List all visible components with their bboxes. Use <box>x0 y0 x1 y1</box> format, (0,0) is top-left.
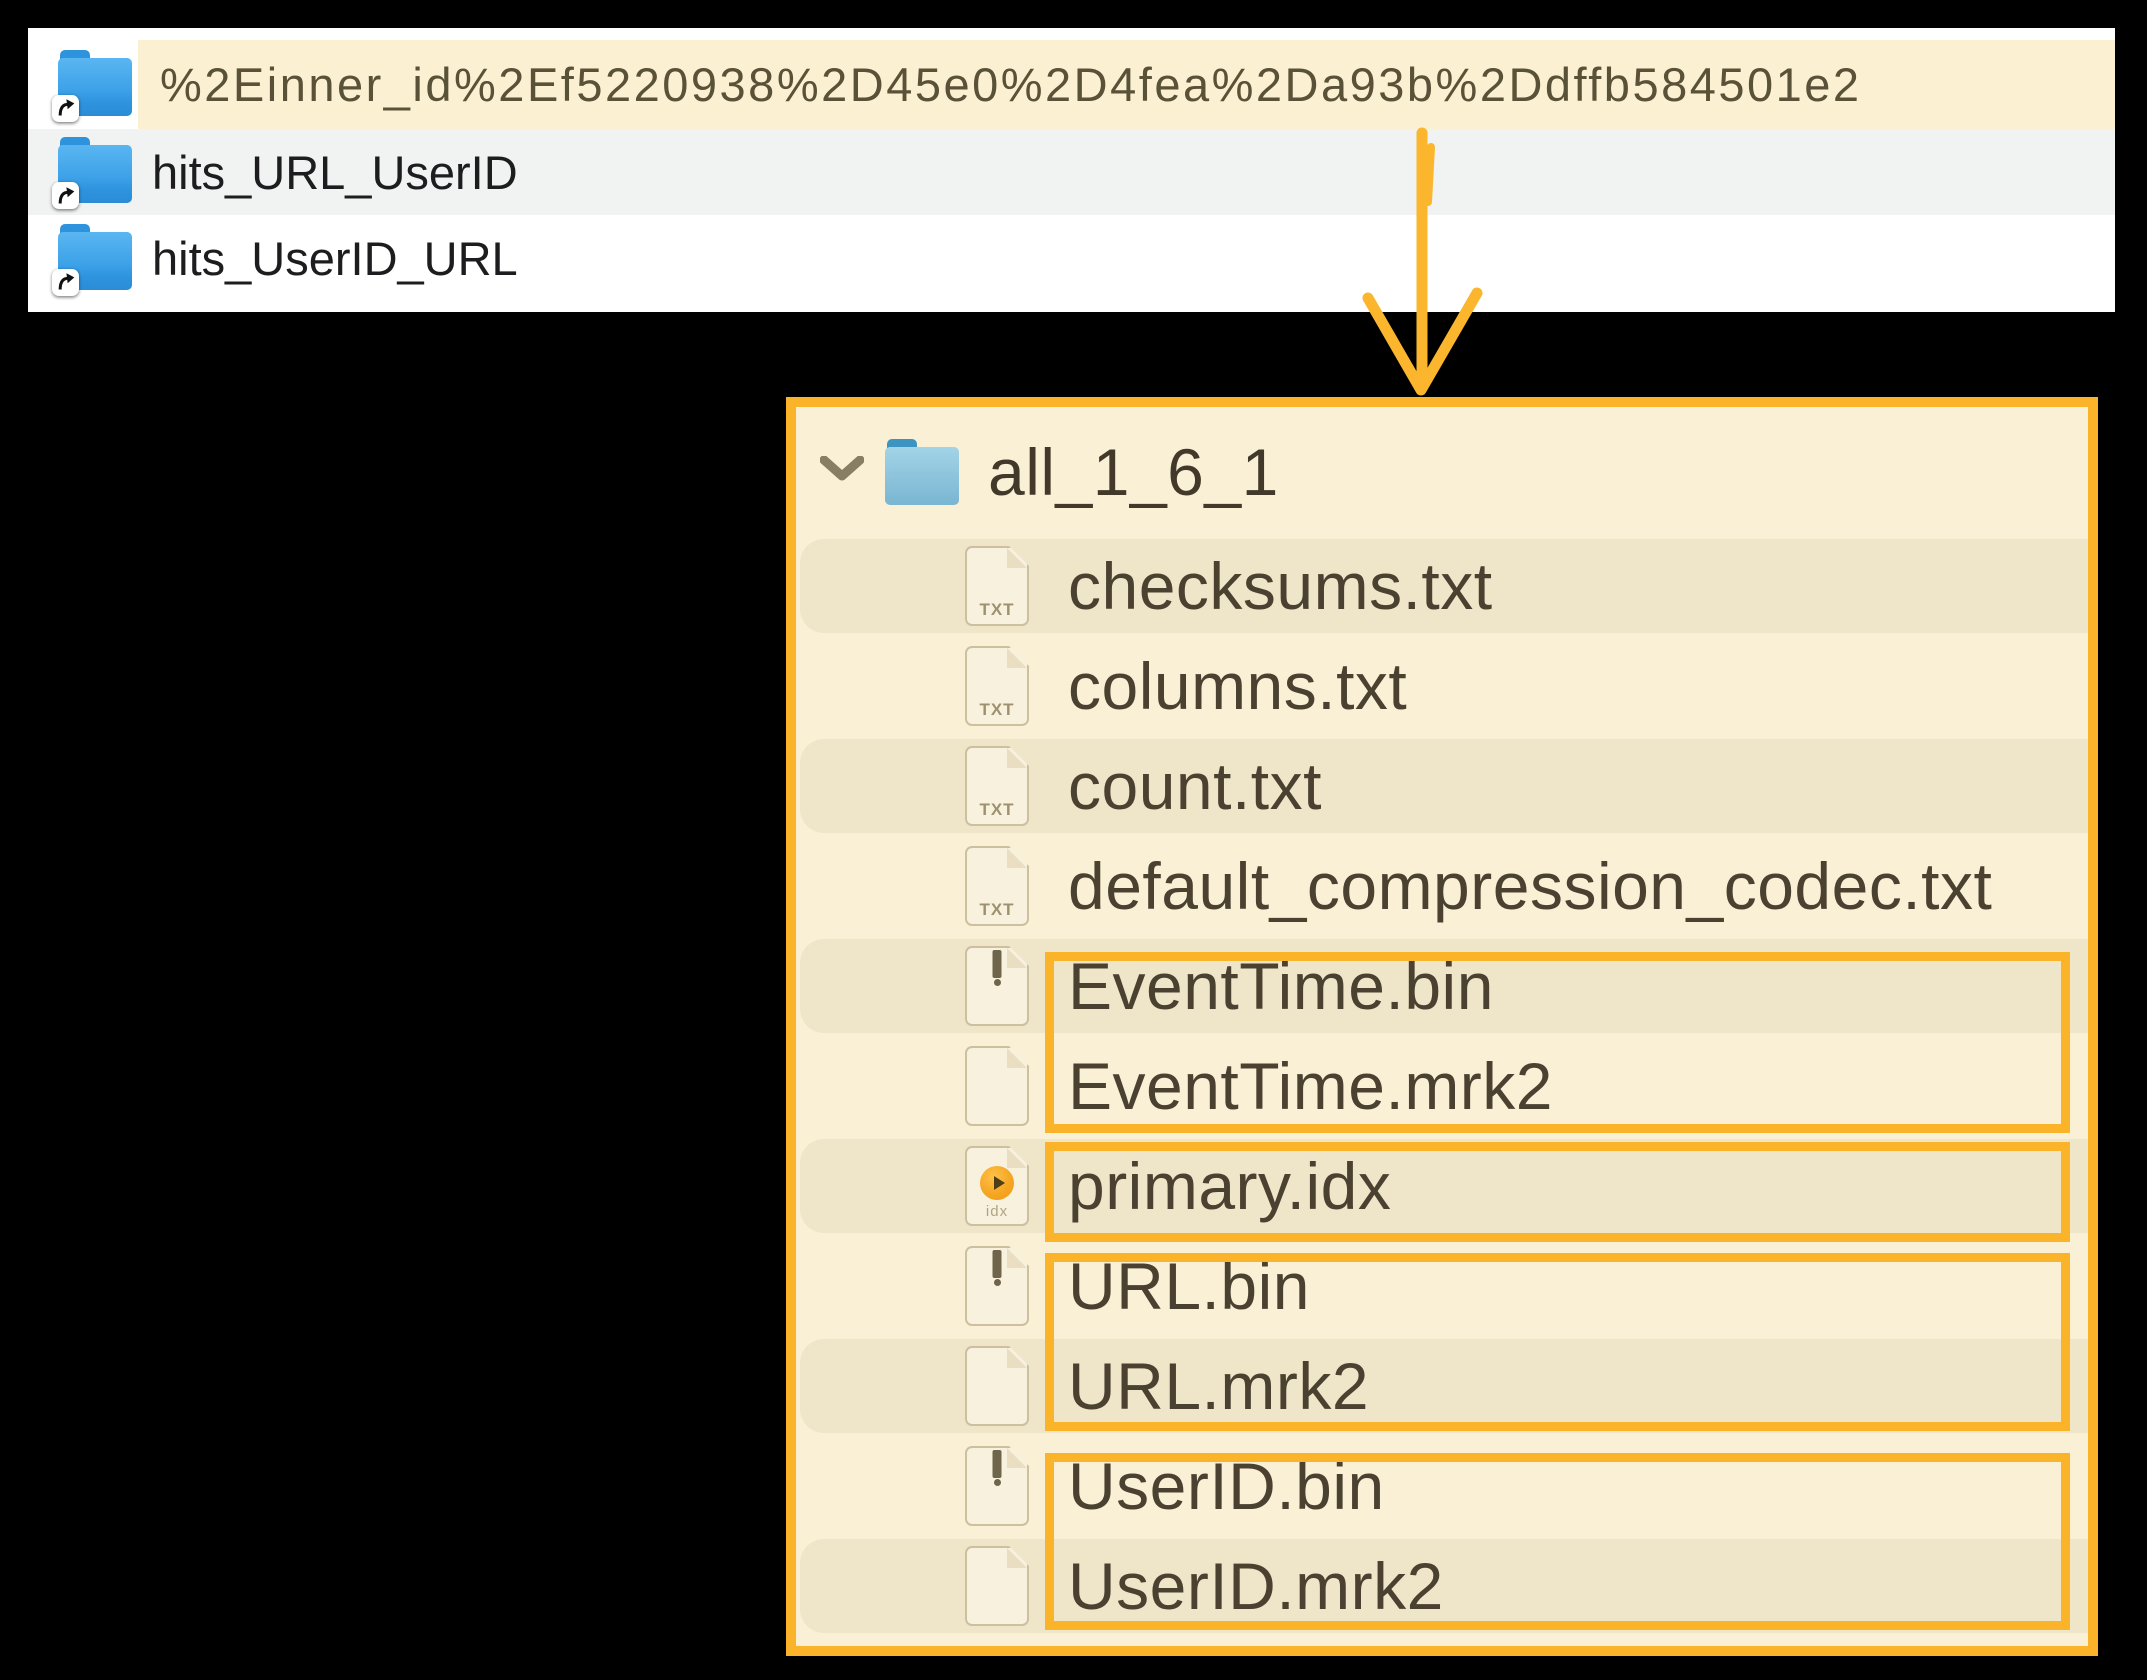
folder-name-label: hits_UserID_URL <box>152 232 518 285</box>
tree-row-file[interactable]: URL.mrk2 <box>796 1336 2088 1436</box>
alias-arrow-badge-icon <box>52 268 79 296</box>
part-folder-name: all_1_6_1 <box>988 434 1279 509</box>
tree-row-folder[interactable]: all_1_6_1 <box>796 407 2088 536</box>
folder-body <box>885 446 959 505</box>
file-name-label: URL.mrk2 <box>1068 1349 1370 1423</box>
idx-file-icon: idx <box>965 1146 1029 1226</box>
chevron-down-icon[interactable] <box>819 455 865 487</box>
tree-row-file[interactable]: TXT default_compression_codec.txt <box>796 836 2088 936</box>
file-name-label: checksums.txt <box>1068 549 1493 623</box>
annotation-box-url <box>1045 1253 2070 1431</box>
alias-arrow-badge-icon <box>52 182 79 210</box>
finder-table-list: %2Einner_id%2Ef5220938%2D45e0%2D4fea%2Da… <box>28 28 2115 312</box>
file-name-label: EventTime.bin <box>1068 949 1494 1023</box>
bin-file-icon <box>965 1446 1029 1526</box>
tree-row-file[interactable]: TXT columns.txt <box>796 636 2088 736</box>
folder-alias-icon <box>52 137 132 210</box>
part-folder-panel: all_1_6_1 TXT checksums.txt TXT columns.… <box>786 397 2098 1656</box>
txt-file-icon: TXT <box>965 646 1029 726</box>
folder-alias-icon <box>52 223 132 296</box>
idx-dot-icon <box>980 1166 1014 1200</box>
annotation-box-primary-idx <box>1045 1142 2070 1242</box>
folder-name-label: hits_URL_UserID <box>152 145 518 199</box>
alias-arrow-badge-icon <box>52 94 79 122</box>
folder-alias-icon <box>52 49 132 122</box>
file-name-label: UserID.mrk2 <box>1068 1549 1444 1623</box>
tree-row-file[interactable]: UserID.mrk2 <box>796 1536 2088 1636</box>
tree-row-file[interactable]: idx primary.idx <box>796 1136 2088 1236</box>
table-row-hits-url-userid[interactable]: hits_URL_UserID <box>28 129 2115 215</box>
bin-file-icon <box>965 1246 1029 1326</box>
blank-file-icon <box>965 1346 1029 1426</box>
file-name-label: count.txt <box>1068 749 1322 823</box>
folder-name-label: %2Einner_id%2Ef5220938%2D45e0%2D4fea%2Da… <box>160 58 1862 111</box>
table-row-hits-userid-url[interactable]: hits_UserID_URL <box>28 215 2115 302</box>
tree-row-file[interactable]: TXT count.txt <box>796 736 2088 836</box>
txt-file-icon: TXT <box>965 546 1029 626</box>
blank-file-icon <box>965 1046 1029 1126</box>
table-row-inner-id[interactable]: %2Einner_id%2Ef5220938%2D45e0%2D4fea%2Da… <box>28 40 2115 129</box>
bin-file-icon <box>965 946 1029 1026</box>
annotation-box-eventtime <box>1045 952 2070 1133</box>
file-name-label: columns.txt <box>1068 649 1408 723</box>
file-name-label: primary.idx <box>1068 1149 1392 1223</box>
folder-icon <box>885 438 959 505</box>
txt-file-icon: TXT <box>965 846 1029 926</box>
blank-file-icon <box>965 1546 1029 1626</box>
txt-file-icon: TXT <box>965 746 1029 826</box>
file-name-label: EventTime.mrk2 <box>1068 1049 1553 1123</box>
file-name-label: default_compression_codec.txt <box>1068 849 1993 923</box>
annotation-box-userid <box>1045 1453 2070 1630</box>
tree-row-file[interactable]: EventTime.mrk2 <box>796 1036 2088 1136</box>
tree-row-file[interactable]: TXT checksums.txt <box>796 536 2088 636</box>
